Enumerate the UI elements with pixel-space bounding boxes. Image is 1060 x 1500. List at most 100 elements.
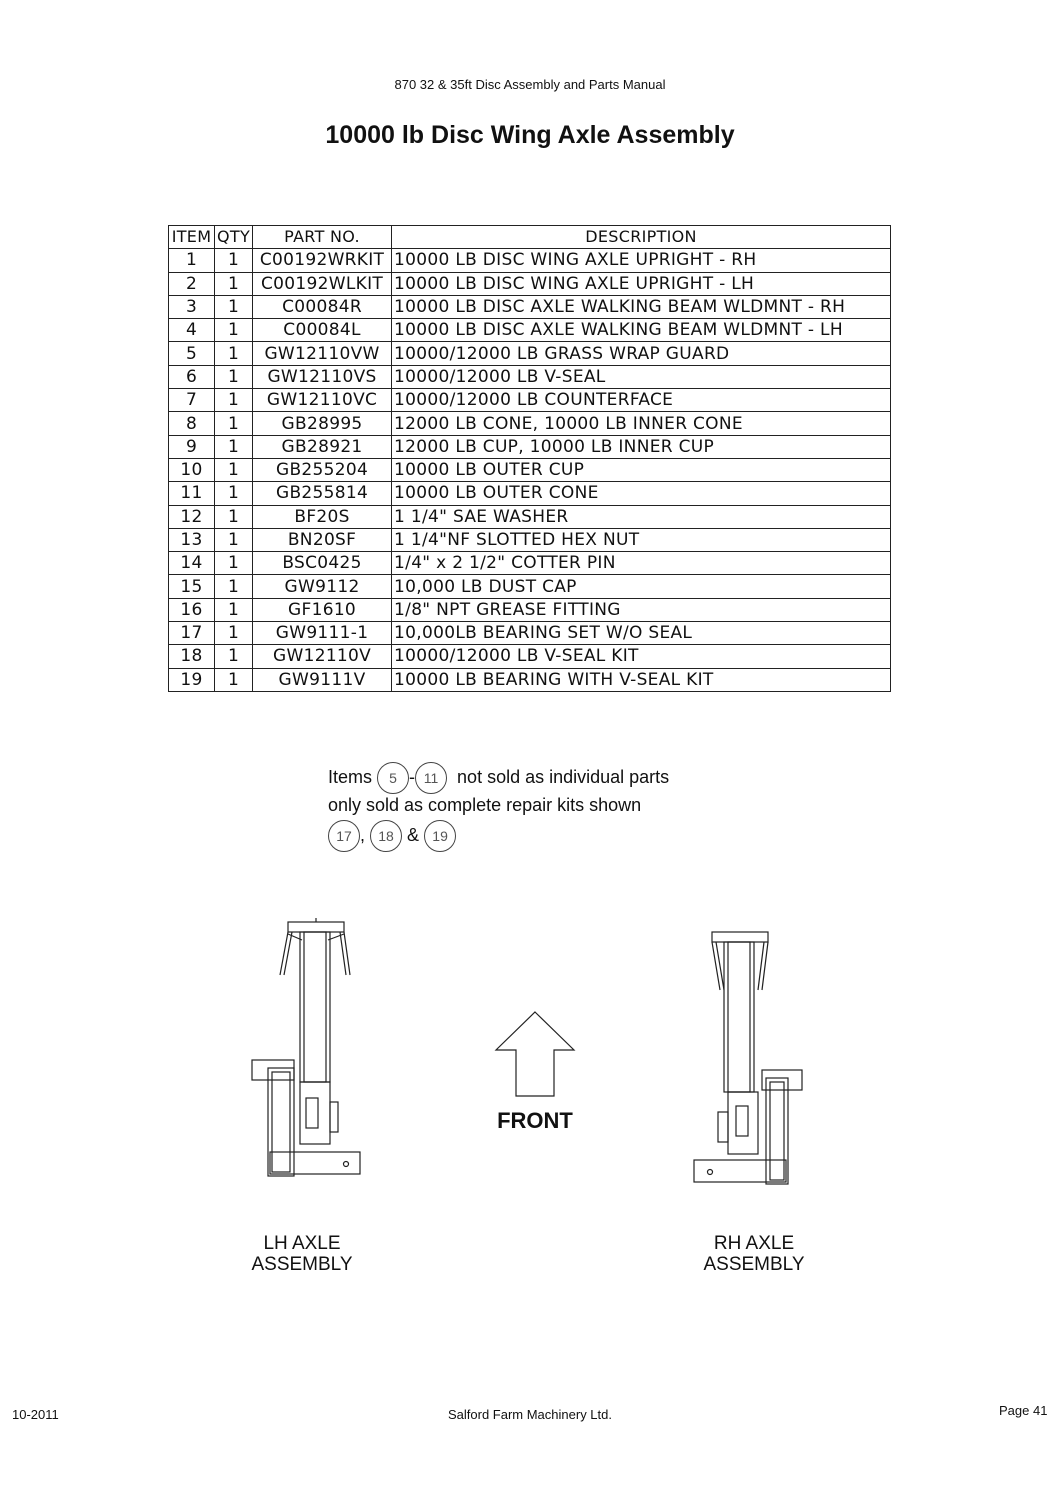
qty-cell: 1	[213, 364, 254, 390]
note-line-1: Items 5-11 not sold as individual parts	[328, 762, 669, 794]
item-callout-11: 11	[415, 762, 448, 794]
column-header-description: DESCRIPTION	[391, 224, 892, 250]
part-no-cell: C00192WLKIT	[252, 271, 393, 296]
item-cell: 13	[168, 527, 215, 553]
footer-date: 10-2011	[12, 1407, 59, 1422]
column-header-qty: QTY	[213, 224, 254, 250]
note-line-1-text: not sold as individual parts	[457, 766, 670, 787]
qty-cell: 1	[213, 621, 254, 646]
qty-cell: 1	[213, 667, 254, 692]
item-cell: 5	[168, 341, 215, 366]
rh-caption-line-1: RH AXLE	[713, 1233, 795, 1254]
item-cell: 8	[168, 411, 215, 436]
qty-cell: 1	[213, 434, 254, 459]
qty-cell: 1	[213, 644, 254, 669]
description-cell: 10000 LB OUTER CUP	[391, 457, 892, 483]
item-cell: 15	[168, 574, 215, 599]
qty-cell: 1	[213, 294, 254, 320]
description-cell: 12000 LB CUP, 10000 LB INNER CUP	[391, 434, 892, 459]
description-cell: 10000 LB DISC WING AXLE UPRIGHT - LH	[391, 271, 892, 296]
description-cell: 1/4" x 2 1/2" COTTER PIN	[391, 551, 892, 576]
qty-cell: 1	[213, 411, 254, 436]
note-dash: -	[409, 766, 416, 787]
part-no-cell: GW9111-1	[252, 621, 393, 646]
note-ampersand: &	[407, 824, 420, 845]
item-cell: 1	[168, 248, 215, 273]
item-cell: 17	[168, 621, 215, 646]
item-cell: 10	[168, 457, 215, 483]
description-cell: 10000 LB OUTER CONE	[391, 481, 892, 506]
item-callout-17: 17	[328, 820, 360, 852]
part-no-cell: GW12110VS	[252, 364, 393, 390]
item-callout-18: 18	[370, 820, 403, 852]
description-cell: 10000/12000 LB GRASS WRAP GUARD	[391, 341, 892, 366]
qty-cell: 1	[213, 271, 254, 296]
item-cell: 11	[168, 481, 215, 506]
lh-caption-line-1: LH AXLE	[263, 1233, 341, 1254]
column-header-item: ITEM	[168, 224, 215, 250]
part-no-cell: BSC0425	[252, 551, 393, 576]
part-no-cell: GB28921	[252, 434, 393, 459]
front-label: FRONT	[497, 1108, 573, 1133]
part-no-cell: GB255814	[252, 481, 393, 506]
description-cell: 10000/12000 LB COUNTERFACE	[391, 388, 892, 413]
part-no-cell: GW9111V	[252, 667, 393, 692]
description-cell: 1/8" NPT GREASE FITTING	[391, 597, 892, 623]
description-cell: 10000 LB DISC AXLE WALKING BEAM WLDMNT -…	[391, 318, 892, 343]
page-title: 10000 lb Disc Wing Axle Assembly	[325, 121, 735, 149]
part-no-cell: C00084L	[252, 318, 393, 343]
rh-axle-caption: RH AXLE ASSEMBLY	[674, 1233, 834, 1275]
description-cell: 10,000LB BEARING SET W/O SEAL	[391, 621, 892, 646]
manual-header: 870 32 & 35ft Disc Assembly and Parts Ma…	[394, 77, 666, 92]
lh-axle-drawing	[251, 918, 361, 1177]
rh-caption-line-2: ASSEMBLY	[703, 1254, 805, 1275]
part-no-cell: GF1610	[252, 597, 393, 623]
item-cell: 12	[168, 504, 215, 529]
qty-cell: 1	[213, 457, 254, 483]
qty-cell: 1	[213, 574, 254, 599]
note-line-2: only sold as complete repair kits shown	[328, 795, 642, 815]
item-cell: 14	[168, 551, 215, 576]
qty-cell: 1	[213, 318, 254, 343]
qty-cell: 1	[213, 597, 254, 623]
qty-cell: 1	[213, 341, 254, 366]
item-cell: 4	[168, 318, 215, 343]
part-no-cell: GB255204	[252, 457, 393, 483]
part-no-cell: GW12110VC	[252, 388, 393, 413]
table-header-row: ITEM QTY PART NO. DESCRIPTION	[168, 224, 892, 250]
part-no-cell: BF20S	[252, 504, 393, 529]
qty-cell: 1	[213, 551, 254, 576]
description-cell: 10000/12000 LB V-SEAL KIT	[391, 644, 892, 669]
description-cell: 12000 LB CONE, 10000 LB INNER CONE	[391, 411, 892, 436]
part-no-cell: GB28995	[252, 411, 393, 436]
part-no-cell: C00084R	[252, 294, 393, 320]
part-no-cell: GW12110VW	[252, 341, 393, 366]
description-cell: 10000 LB BEARING WITH V-SEAL KIT	[391, 667, 892, 692]
description-cell: 1 1/4" SAE WASHER	[391, 504, 892, 529]
qty-cell: 1	[213, 248, 254, 273]
description-cell: 10000 LB DISC WING AXLE UPRIGHT - RH	[391, 248, 892, 273]
note-comma: ,	[360, 824, 366, 845]
part-no-cell: GW12110V	[252, 644, 393, 669]
lh-axle-caption: LH AXLE ASSEMBLY	[222, 1233, 382, 1275]
column-header-part-no: PART NO.	[252, 224, 393, 250]
lh-caption-line-2: ASSEMBLY	[251, 1254, 353, 1275]
item-cell: 19	[168, 667, 215, 692]
qty-cell: 1	[213, 388, 254, 413]
